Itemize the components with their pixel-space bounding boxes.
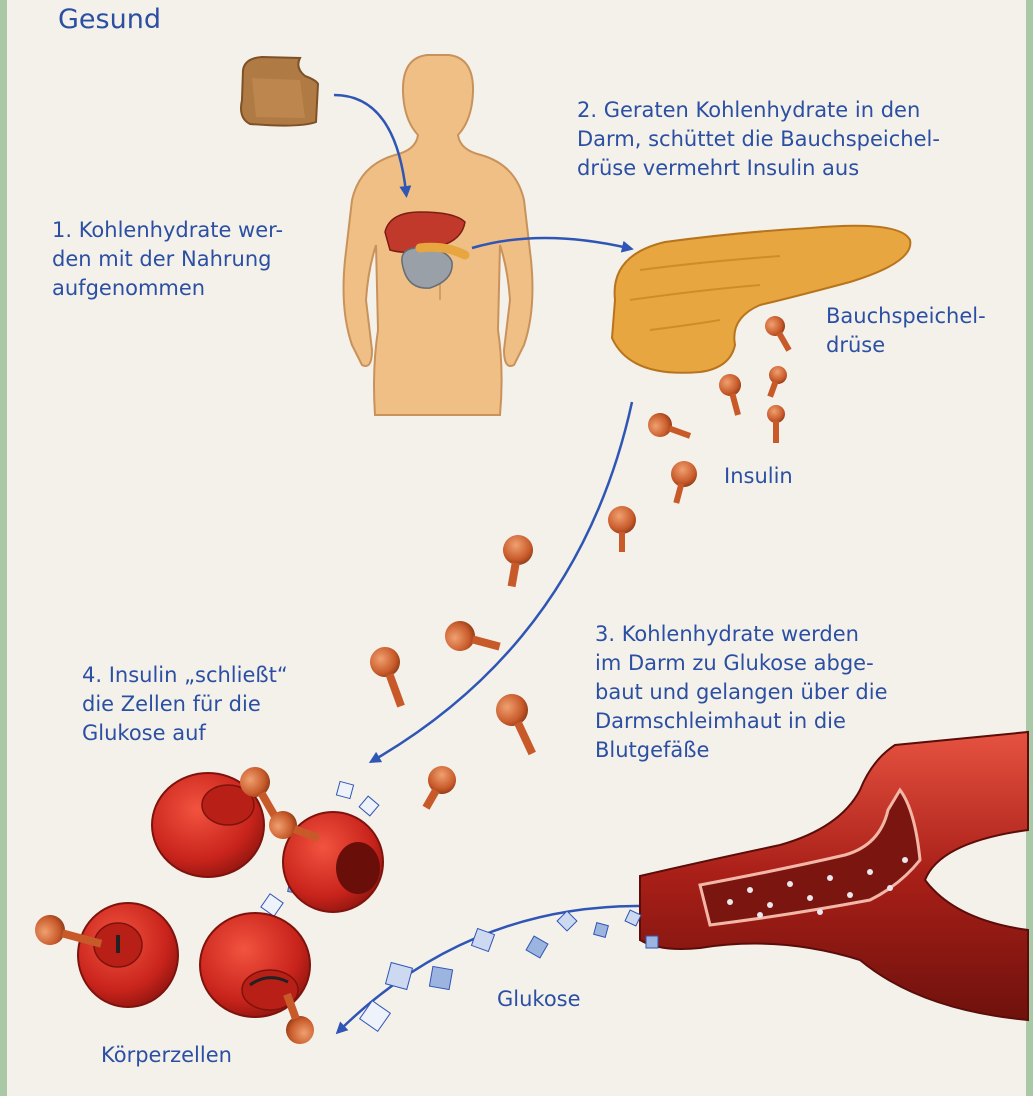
insulin-key-icon — [664, 458, 700, 506]
glucose-cube-icon — [646, 936, 658, 948]
insulin-key-icon — [762, 363, 790, 399]
insulin-key-icon — [491, 689, 547, 761]
body-cell-icon — [32, 903, 178, 1007]
insulin-key-icon — [767, 405, 785, 443]
insulin-key-icon — [761, 312, 797, 355]
glucose-cube-icon — [526, 936, 548, 958]
body-cells — [32, 762, 383, 1048]
insulin-key-icon — [645, 410, 695, 448]
glucose-cube-icon — [336, 781, 353, 798]
glucose-cube-icon — [386, 963, 413, 990]
insulin-key-icon — [497, 533, 536, 589]
body-cells-label: Körperzellen — [101, 1041, 232, 1070]
glucose-cube-icon — [594, 923, 609, 938]
insulin-label: Insulin — [724, 462, 793, 491]
bread-slice-icon — [241, 57, 318, 126]
insulin-key-icon — [717, 372, 749, 418]
glucose-cube-icon — [360, 1001, 391, 1032]
step-3-text: 3. Kohlenhydrate werden im Darm zu Gluko… — [595, 620, 888, 765]
glucose-label: Glukose — [497, 985, 581, 1014]
step-2-text: 2. Geraten Kohlenhydrate in den Darm, sc… — [577, 96, 940, 183]
body-cell-icon — [265, 807, 383, 912]
insulin-key-icon — [366, 643, 415, 712]
step-1-text: 1. Kohlenhydrate wer- den mit der Nahrun… — [52, 216, 283, 303]
blood-vessel-icon — [640, 732, 1028, 1020]
page-title: Gesund — [58, 4, 161, 36]
pancreas-label: Bauchspeichel- drüse — [826, 302, 986, 360]
body-cell-icon — [152, 762, 287, 877]
glucose-cube-icon — [359, 796, 379, 816]
insulin-key-icon — [608, 506, 636, 552]
insulin-key-icon — [414, 761, 461, 815]
body-cell-icon — [200, 913, 318, 1048]
glucose-cube-icon — [625, 910, 641, 926]
step-4-text: 4. Insulin „schließt“ die Zellen für die… — [82, 661, 288, 748]
glucose-cube-icon — [429, 966, 452, 989]
insulin-key-icon — [442, 618, 504, 661]
